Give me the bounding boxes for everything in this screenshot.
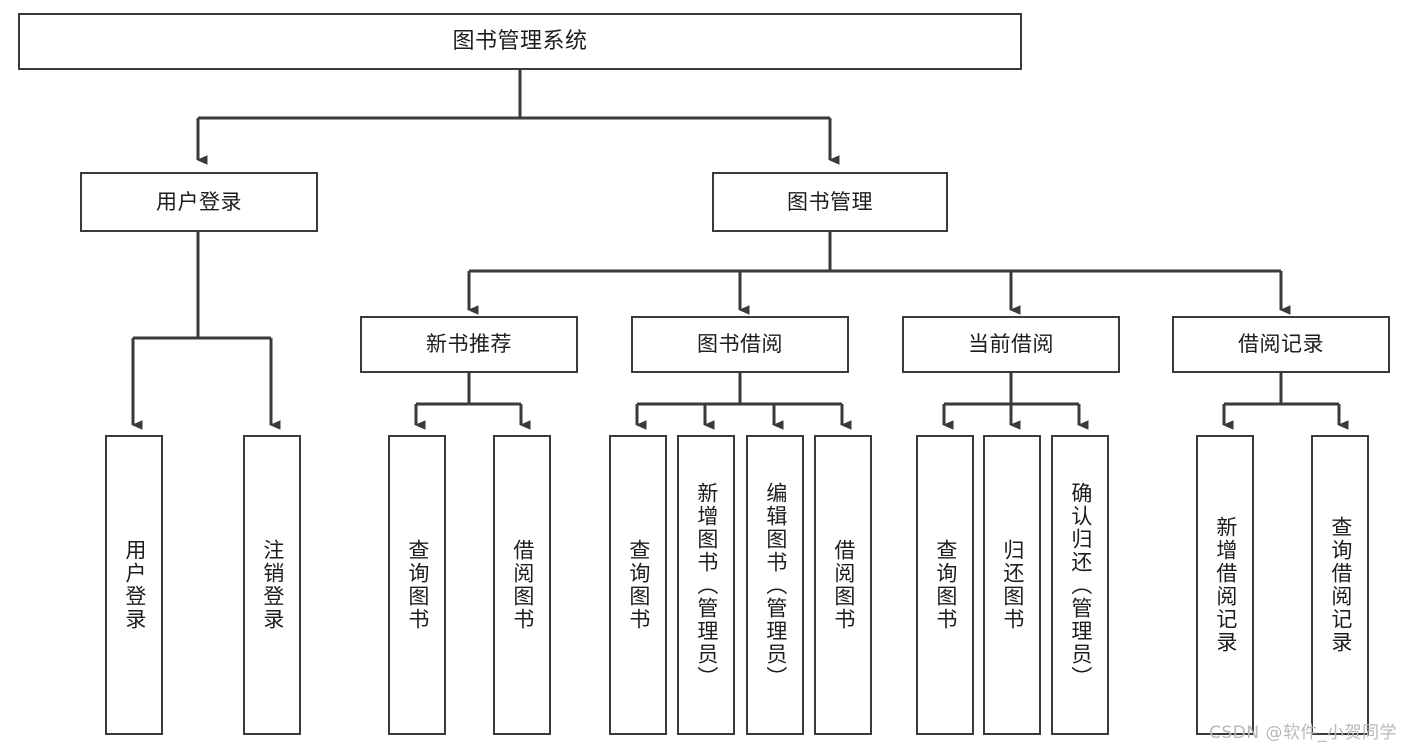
leaf-borrow-query-book[interactable]: 查询图书 <box>609 435 667 735</box>
node-book-management-label: 图书管理 <box>787 189 873 214</box>
leaf-label: 借阅图书 <box>510 539 535 631</box>
leaf-label: 用户登录 <box>122 539 147 631</box>
leaf-recommend-query-book[interactable]: 查询图书 <box>388 435 446 735</box>
node-new-book-recommend-label: 新书推荐 <box>426 332 512 357</box>
node-new-book-recommend[interactable]: 新书推荐 <box>360 316 578 373</box>
leaf-label: 新增借阅记录 <box>1213 516 1238 654</box>
leaf-label: 查询图书 <box>405 539 430 631</box>
csdn-watermark: CSDN @软件_小贺同学 <box>1209 723 1397 743</box>
leaf-borrow-add-book-admin[interactable]: 新增图书（管理员） <box>677 435 735 735</box>
leaf-record-query-record[interactable]: 查询借阅记录 <box>1311 435 1369 735</box>
leaf-record-add-record[interactable]: 新增借阅记录 <box>1196 435 1254 735</box>
leaf-recommend-borrow-book[interactable]: 借阅图书 <box>493 435 551 735</box>
node-root-label: 图书管理系统 <box>452 28 588 54</box>
leaf-borrow-borrow-book[interactable]: 借阅图书 <box>814 435 872 735</box>
node-current-borrow[interactable]: 当前借阅 <box>902 316 1120 373</box>
leaf-label: 归还图书 <box>1000 539 1025 631</box>
node-book-borrow[interactable]: 图书借阅 <box>631 316 849 373</box>
node-book-borrow-label: 图书借阅 <box>697 332 783 357</box>
leaf-current-return-book[interactable]: 归还图书 <box>983 435 1041 735</box>
leaf-label: 编辑图书（管理员） <box>763 481 788 689</box>
leaf-label: 查询图书 <box>933 539 958 631</box>
node-borrow-record[interactable]: 借阅记录 <box>1172 316 1390 373</box>
leaf-user-login-signout[interactable]: 注销登录 <box>243 435 301 735</box>
node-current-borrow-label: 当前借阅 <box>968 332 1054 357</box>
leaf-label: 注销登录 <box>260 539 285 631</box>
node-book-management[interactable]: 图书管理 <box>712 172 948 232</box>
node-borrow-record-label: 借阅记录 <box>1238 332 1324 357</box>
leaf-label: 查询借阅记录 <box>1328 516 1353 654</box>
leaf-current-confirm-return-admin[interactable]: 确认归还（管理员） <box>1051 435 1109 735</box>
node-user-login[interactable]: 用户登录 <box>80 172 318 232</box>
leaf-borrow-edit-book-admin[interactable]: 编辑图书（管理员） <box>746 435 804 735</box>
leaf-label: 新增图书（管理员） <box>694 481 719 689</box>
leaf-current-query-book[interactable]: 查询图书 <box>916 435 974 735</box>
leaf-user-login-signin[interactable]: 用户登录 <box>105 435 163 735</box>
leaf-label: 借阅图书 <box>831 539 856 631</box>
node-root[interactable]: 图书管理系统 <box>18 13 1022 70</box>
leaf-label: 确认归还（管理员） <box>1068 481 1093 689</box>
leaf-label: 查询图书 <box>626 539 651 631</box>
node-user-login-label: 用户登录 <box>156 189 242 214</box>
